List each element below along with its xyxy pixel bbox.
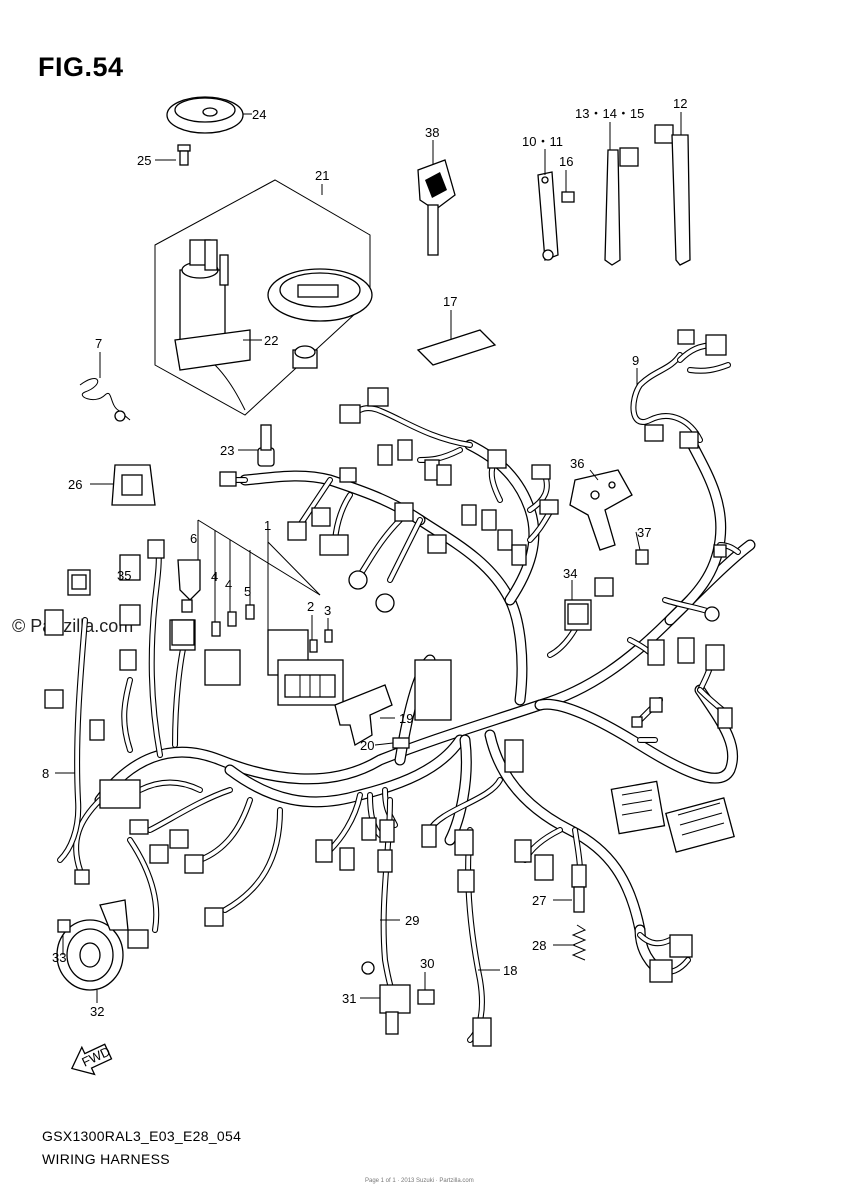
callout-7: 7 (95, 336, 102, 351)
screw-25 (177, 144, 191, 166)
callout-19: 19 (399, 711, 413, 726)
fuse-box-1 (169, 619, 344, 706)
bolt-23 (257, 424, 275, 467)
leader-lines (55, 112, 682, 1003)
horn-32 (56, 899, 129, 991)
tie-13-14-15 (604, 147, 639, 266)
small-connectors (44, 329, 733, 1047)
callout-8: 8 (42, 766, 49, 781)
clamp-10-11 (537, 171, 559, 261)
callout-13-14-15: 13・14・15 (575, 106, 644, 121)
band-12 (654, 124, 691, 266)
callout-32: 32 (90, 1004, 104, 1019)
callout-10-11: 10・11 (522, 134, 563, 149)
callout-2: 2 (307, 599, 314, 614)
spring-28 (571, 924, 587, 961)
callout-23: 23 (220, 443, 234, 458)
callout-9: 9 (632, 353, 639, 368)
bolt-33 (57, 919, 71, 933)
callout-26: 26 (68, 477, 82, 492)
cap-24 (166, 96, 244, 134)
callout-22: 22 (264, 333, 278, 348)
callout-36: 36 (570, 456, 584, 471)
screw-16 (561, 191, 575, 203)
ecu-connectors (610, 780, 735, 853)
connector-35 (67, 569, 91, 596)
callout-21: 21 (315, 168, 329, 183)
callout-31: 31 (342, 991, 356, 1006)
callout-12: 12 (673, 96, 687, 111)
model-code: GSX1300RAL3_E03_E28_054 (42, 1128, 242, 1144)
callout-16: 16 (559, 154, 573, 169)
fwd-arrow: FWD (70, 1043, 113, 1076)
callout-37: 37 (637, 525, 651, 540)
footer-note: Page 1 of 1 · 2013 Suzuki · Partzilla.co… (365, 1178, 474, 1184)
callout-34: 34 (563, 566, 577, 581)
bolt-20 (392, 737, 410, 749)
spring-7 (79, 378, 131, 422)
callout-17: 17 (443, 294, 457, 309)
callout-4a: 4 (211, 569, 218, 584)
callout-3: 3 (324, 603, 331, 618)
callout-38: 38 (425, 125, 439, 140)
cover-26 (111, 464, 156, 506)
callout-labels: 24 25 21 22 7 23 26 38 10・11 16 13・14・15… (42, 96, 687, 1019)
bolt-30 (417, 989, 435, 1005)
sensor-31 (361, 961, 411, 1035)
callout-6: 6 (190, 531, 197, 546)
fuse-holder-6 (177, 559, 201, 613)
figure-title: FIG.54 (38, 52, 124, 82)
section-name: WIRING HARNESS (42, 1151, 170, 1167)
watermark: © Partzilla.com (12, 616, 134, 636)
callout-33: 33 (52, 950, 66, 965)
callout-24: 24 (252, 107, 266, 122)
callout-27: 27 (532, 893, 546, 908)
ignition-set-21 (154, 179, 373, 416)
callout-4b: 4 (225, 577, 232, 592)
switch-27 (571, 864, 587, 913)
bracket-36 (569, 469, 633, 551)
key-38 (417, 159, 456, 256)
pad-17 (416, 329, 497, 366)
callout-18: 18 (503, 963, 517, 978)
fuses-4-5 (211, 604, 333, 653)
left-wires (57, 542, 283, 933)
callout-5: 5 (244, 584, 251, 599)
callout-28: 28 (532, 938, 546, 953)
callout-35: 35 (117, 568, 131, 583)
relay-34 (564, 599, 592, 631)
callout-20: 20 (360, 738, 374, 753)
callout-30: 30 (420, 956, 434, 971)
callout-29: 29 (405, 913, 419, 928)
callout-25: 25 (137, 153, 151, 168)
callout-1: 1 (264, 518, 271, 533)
bracket-19 (334, 684, 393, 747)
bolt-37 (635, 549, 649, 565)
